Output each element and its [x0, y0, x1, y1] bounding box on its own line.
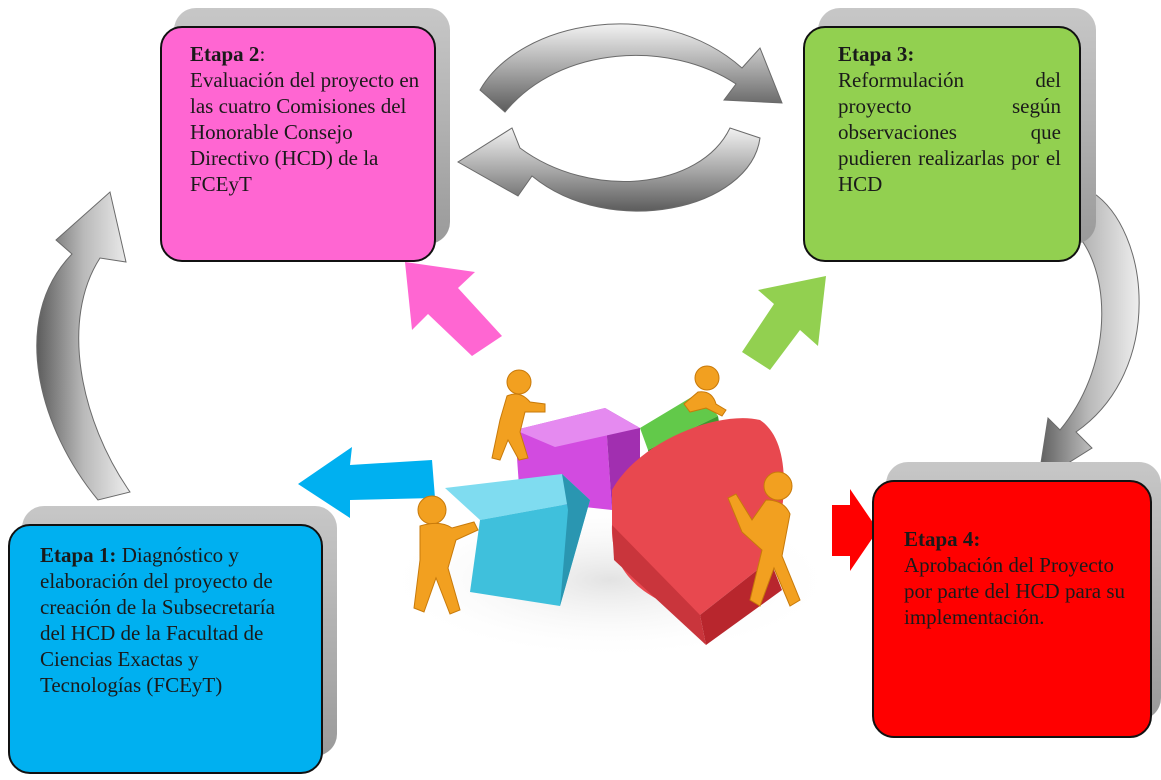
stage3-text: Reformulación del proyecto según observa… [838, 68, 1061, 196]
stage2-title: Etapa 2 [190, 42, 260, 66]
cycle-arrow-3-to-2 [457, 127, 761, 212]
stage2-box: Etapa 2: Evaluación del proyecto en las … [160, 26, 436, 262]
stage4-text: Aprobación del Proyecto por parte del HC… [904, 553, 1126, 629]
stage1-text: Diagnóstico y elaboración del proyecto d… [40, 543, 275, 697]
stage1-title: Etapa 1: [40, 543, 117, 567]
stage3-title: Etapa 3: [838, 42, 915, 66]
stage2-heading: Etapa 2: [190, 41, 420, 67]
pointer-arrow-stage4 [832, 489, 878, 571]
cycle-arrow-2-to-3 [479, 23, 783, 113]
pointer-arrow-stage3 [742, 276, 826, 370]
cycle-arrow-1-to-2 [36, 191, 131, 501]
stage2-title-suffix: : [259, 42, 266, 66]
pointer-arrow-stage1 [298, 447, 435, 518]
stage2-text: Evaluación del proyecto en las cuatro Co… [190, 68, 420, 196]
stage4-title: Etapa 4: [904, 527, 981, 551]
stage3-box: Etapa 3: Reformulación del proyecto segú… [803, 26, 1081, 262]
stage4-box: Etapa 4: Aprobación del Proyecto por par… [872, 480, 1152, 738]
pie-chart-teamwork-illustration [380, 365, 840, 660]
stage1-box: Etapa 1: Diagnóstico y elaboración del p… [8, 524, 323, 774]
pointer-arrow-stage2 [405, 262, 502, 356]
